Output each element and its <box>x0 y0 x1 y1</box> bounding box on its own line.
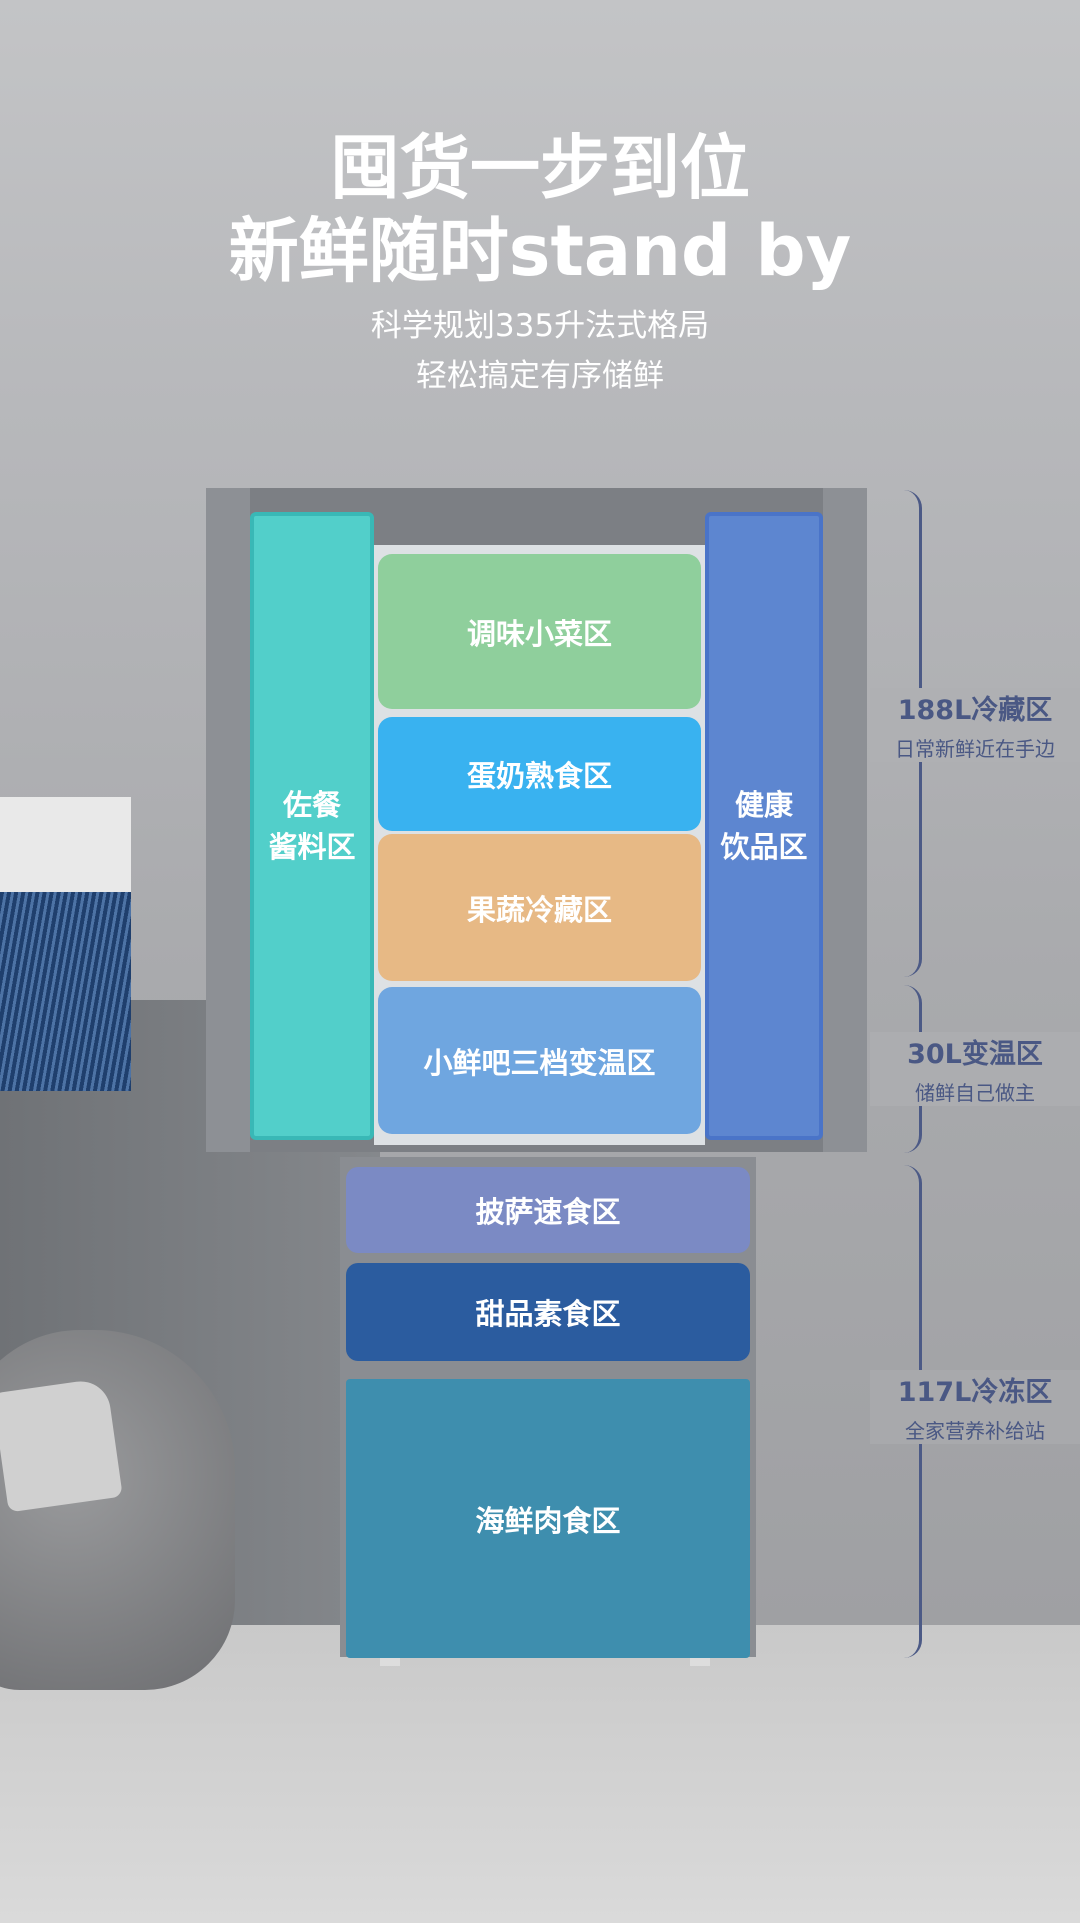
pillow <box>0 1377 123 1513</box>
right-door-zone: 健康饮品区 <box>705 512 823 1140</box>
subheadline-line2: 轻松搞定有序储鲜 <box>416 358 664 394</box>
zone-freezer: 117L冷冻区全家营养补给站 <box>870 1370 1080 1444</box>
shelf-produce: 果蔬冷藏区 <box>378 834 701 981</box>
drawer-dessert: 甜品素食区 <box>346 1263 750 1361</box>
zone-fridge: 188L冷藏区日常新鲜近在手边 <box>870 688 1080 762</box>
shelf-dairy: 蛋奶熟食区 <box>378 717 701 831</box>
left-door-edge <box>206 488 250 1152</box>
drawer-seafood: 海鲜肉食区 <box>346 1379 750 1658</box>
wall-painting <box>0 797 131 1091</box>
shelf-seasoning: 调味小菜区 <box>378 554 701 709</box>
drawer-pizza: 披萨速食区 <box>346 1167 750 1253</box>
headline-line1: 囤货一步到位 <box>330 127 750 209</box>
fridge-foot <box>690 1658 710 1666</box>
zone-variable: 30L变温区储鲜自己做主 <box>870 1032 1080 1106</box>
fridge-foot <box>380 1658 400 1666</box>
right-door-edge <box>823 488 867 1152</box>
subheadline-line1: 科学规划335升法式格局 <box>370 308 710 344</box>
shelf-variable-temp: 小鲜吧三档变温区 <box>378 987 701 1134</box>
left-door-zone: 佐餐酱料区 <box>250 512 374 1140</box>
sofa <box>0 1330 235 1690</box>
headline-line2: 新鲜随时stand by <box>228 210 852 292</box>
